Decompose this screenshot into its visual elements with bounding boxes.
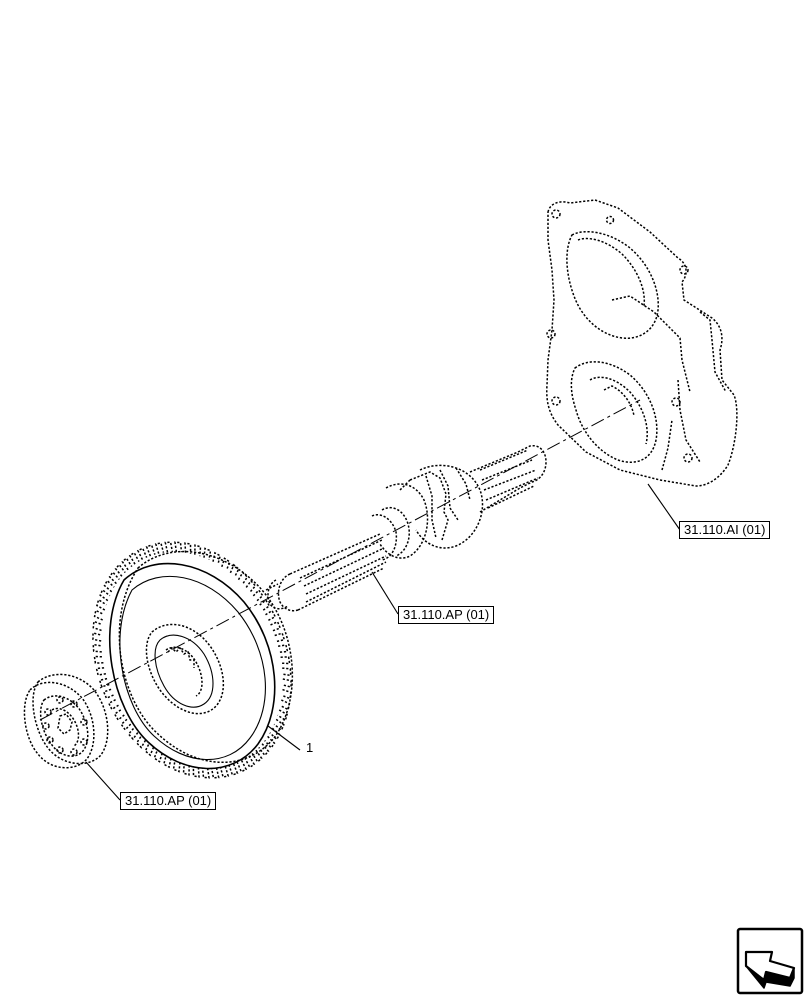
gear-tooth: [114, 563, 126, 577]
gear-tooth: [219, 766, 230, 778]
gear-tooth: [113, 709, 125, 722]
gear-tooth: [273, 718, 285, 732]
gear-tooth: [164, 541, 174, 553]
gear-tooth: [172, 760, 181, 773]
gear-tooth: [236, 760, 248, 773]
assembly-axis-line: [39, 399, 641, 721]
shaft-reference-label[interactable]: 31.110.AP (01): [398, 606, 495, 624]
gear-tooth: [93, 609, 105, 621]
gear-tooth: [228, 763, 239, 776]
gear-tooth: [98, 677, 110, 688]
gear-tooth: [92, 631, 102, 642]
gear-tooth: [282, 667, 292, 677]
gear-tooth: [93, 655, 104, 664]
input-shaft: [265, 444, 547, 612]
gear-tooth: [120, 718, 132, 731]
gear-tooth: [144, 743, 155, 757]
bearing-reference-label[interactable]: 31.110.AP (01): [120, 792, 217, 810]
gear-tooth: [128, 551, 140, 565]
housing-leader-line: [647, 483, 681, 531]
gear-tooth: [184, 542, 192, 554]
gear-tooth: [221, 557, 231, 571]
gear-tooth: [212, 551, 222, 565]
gear-tooth: [154, 542, 165, 554]
gear-tooth: [127, 727, 139, 741]
gear-tooth: [96, 598, 107, 611]
gear-tooth: [264, 735, 276, 750]
gear-tooth: [192, 766, 200, 778]
gear-tooth: [244, 755, 256, 769]
gear-tooth: [281, 688, 292, 700]
gear-tooth: [277, 709, 288, 722]
gear-tooth: [108, 570, 120, 585]
gear-tooth: [92, 620, 103, 632]
gear-tooth: [153, 749, 163, 763]
gear-tooth: [92, 643, 102, 653]
shaft-leader-line: [371, 571, 399, 615]
gear-tooth: [145, 544, 156, 557]
gear-tooth: [136, 547, 148, 560]
gear-tooth: [252, 589, 264, 602]
gear-tooth: [229, 563, 240, 577]
gearbox-housing: [546, 199, 738, 487]
gear-tooth: [203, 547, 212, 560]
gear-tooth: [277, 644, 289, 653]
gear-tooth: [265, 609, 277, 621]
gear-tooth: [280, 656, 291, 665]
gear-tooth: [121, 557, 133, 571]
gear-teeth: [92, 541, 292, 779]
gear-tooth: [237, 571, 249, 585]
gear-tooth: [174, 541, 183, 553]
spur-gear: [92, 541, 294, 779]
gear-tooth: [270, 620, 282, 632]
gear-tooth: [282, 678, 292, 689]
gear-tooth: [107, 699, 119, 711]
back-arrow-icon[interactable]: [736, 927, 804, 995]
gear-tooth: [103, 579, 115, 593]
gear-tooth: [102, 688, 114, 700]
gear-item-number: 1: [306, 740, 314, 755]
gear-tooth: [162, 755, 172, 769]
gear-tooth: [258, 743, 270, 757]
ball-bearing: [23, 673, 109, 769]
housing-reference-label[interactable]: 31.110.AI (01): [679, 521, 771, 539]
gear-tooth: [194, 544, 202, 557]
gear-tooth: [182, 763, 190, 776]
gear-tooth: [210, 767, 220, 779]
gear-tooth: [201, 767, 210, 779]
gear-tooth: [95, 667, 107, 676]
gear-tooth: [135, 735, 147, 749]
gear-leader-line: [267, 725, 301, 751]
gear-tooth: [251, 749, 263, 763]
gear-tooth: [279, 699, 291, 711]
gear-tooth: [245, 579, 257, 593]
gear-tooth: [274, 632, 286, 643]
bearing-leader-line: [85, 761, 121, 801]
gear-tooth: [99, 588, 111, 602]
